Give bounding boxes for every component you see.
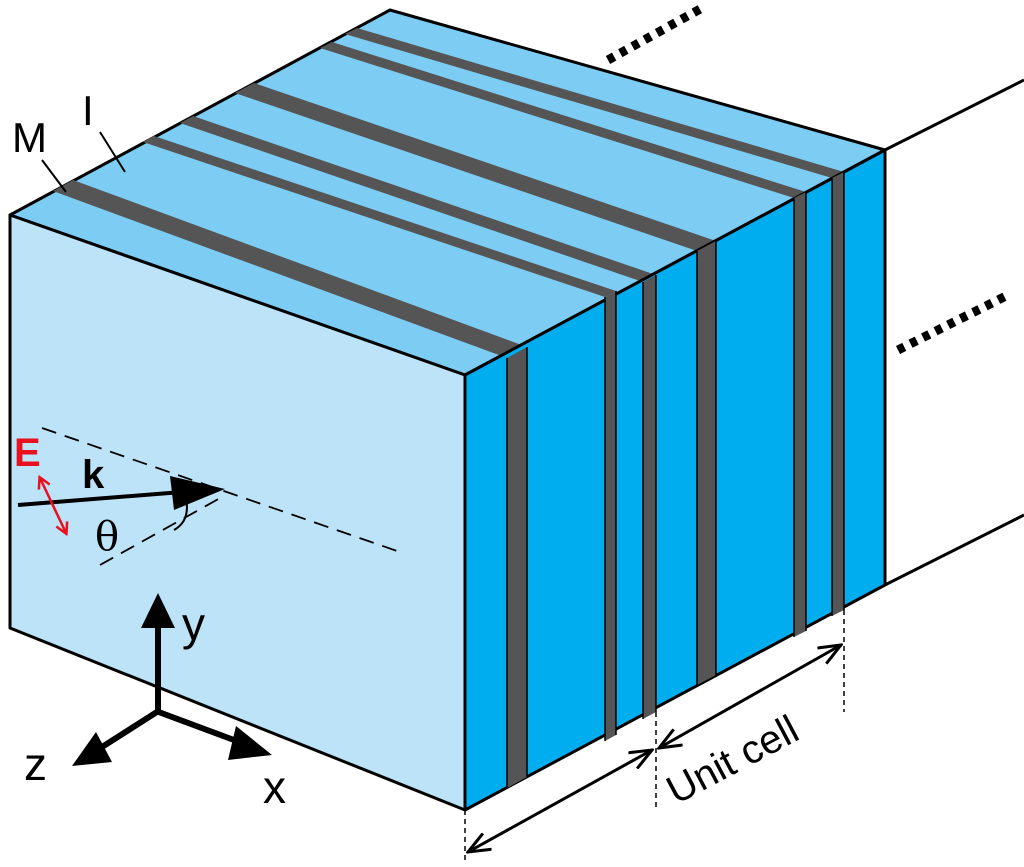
- top-metal-stripe: [180, 116, 656, 282]
- wavevector-arrowhead: [170, 476, 225, 510]
- top-metal-stripe: [235, 83, 716, 251]
- insulator-leader-line: [99, 131, 126, 173]
- angle-label: θ: [95, 514, 119, 560]
- total-length-arrow: [468, 750, 652, 852]
- top-metal-stripe: [53, 180, 527, 358]
- continuation-dots-middle: [895, 290, 1011, 355]
- dashed-propagation-line: [41, 427, 401, 553]
- side-metal-stripe: [605, 291, 616, 741]
- axis-x-arrowhead: [228, 726, 272, 760]
- axis-z-line: [100, 707, 162, 750]
- side-metal-stripe: [832, 172, 844, 616]
- axis-y-arrowhead: [141, 593, 175, 628]
- axis-z-arrowhead: [72, 732, 112, 766]
- axis-z-label: z: [24, 738, 47, 790]
- top-metal-stripe: [345, 28, 844, 178]
- side-metal-stripe: [697, 241, 716, 685]
- continuation-dots-top: [605, 4, 705, 64]
- top-metal-stripe: [143, 136, 616, 297]
- top-metal-stripe: [320, 42, 806, 198]
- unit-cell-label: Unit cell: [660, 707, 806, 813]
- axis-y-label: y: [182, 598, 205, 650]
- field-label: E: [14, 431, 41, 475]
- side-metal-stripe: [643, 275, 656, 719]
- metal-label: M: [12, 114, 47, 161]
- side-metal-stripe: [794, 192, 806, 637]
- field-polarization-arrow: [40, 478, 66, 533]
- unit-cell-arrow: [659, 645, 841, 748]
- angle-arc: [173, 493, 188, 531]
- extension-line-top: [884, 78, 1024, 152]
- insulator-label: I: [82, 87, 94, 134]
- metal-leader-line: [41, 159, 67, 193]
- axis-x-label: x: [263, 761, 286, 813]
- side-metal-stripe: [507, 347, 527, 788]
- wavevector-label: k: [82, 453, 105, 497]
- axis-x-line: [154, 708, 244, 746]
- extension-line-bottom: [884, 513, 1024, 587]
- side-layer-outlines: [506, 172, 845, 788]
